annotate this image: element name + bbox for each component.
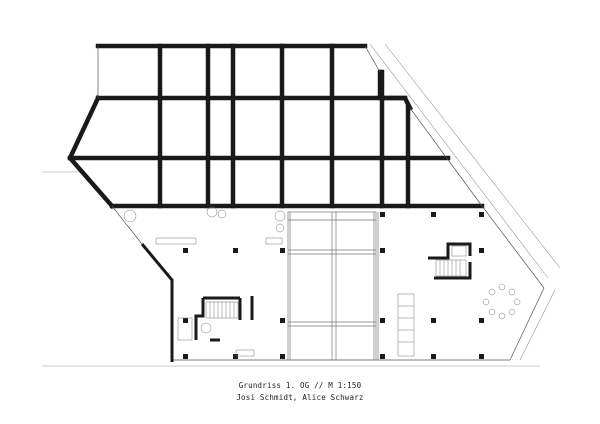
right-stair-core (428, 242, 472, 280)
left-facade-wall (140, 243, 174, 362)
plan-title: Grundriss 1. OG // M 1:150 (238, 381, 362, 390)
left-stair-core (177, 296, 254, 342)
lower-envelope (111, 205, 545, 361)
upper-outline (97, 45, 483, 207)
upper-structure-grid (67, 43, 485, 210)
plan-authors: Josi Schmidt, Alice Schwarz (236, 393, 364, 402)
courtyard-grid (287, 211, 379, 361)
furniture (123, 206, 521, 357)
columns (183, 212, 484, 359)
site-lines (42, 43, 561, 367)
